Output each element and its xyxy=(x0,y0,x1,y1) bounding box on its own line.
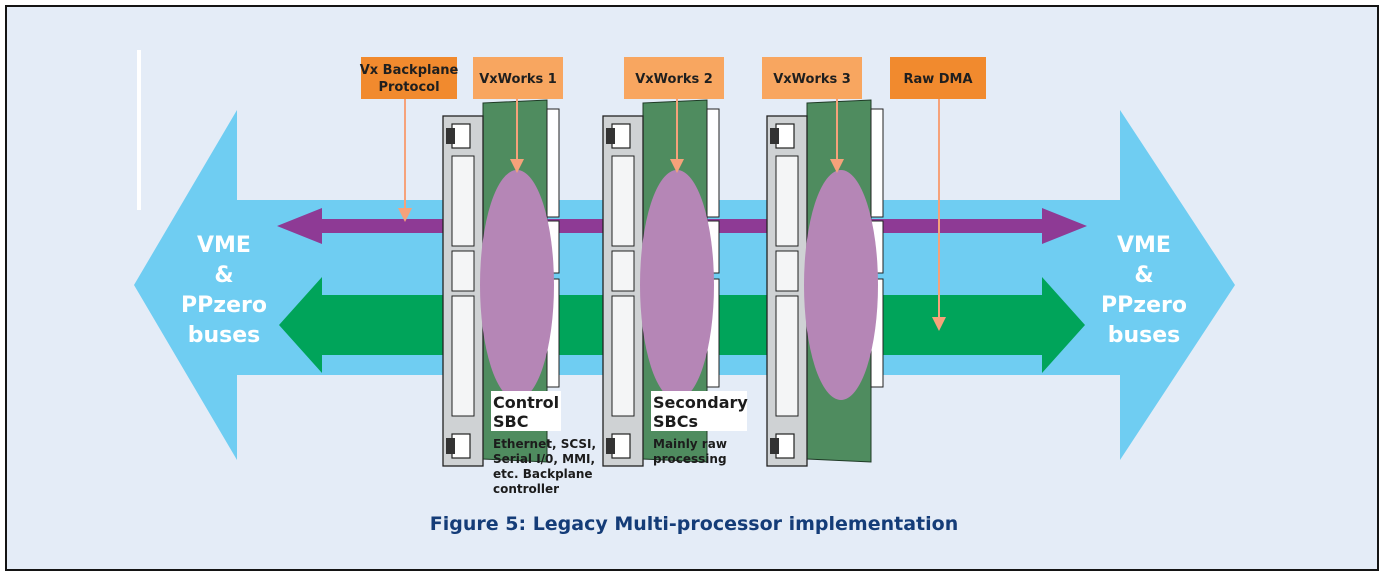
secondary-sbc-desc-line1: Mainly raw xyxy=(653,437,727,451)
vxworks1-pointer-head xyxy=(510,159,524,173)
figure-caption: Figure 5: Legacy Multi-processor impleme… xyxy=(429,513,959,535)
left-bus-line1: VME xyxy=(197,233,251,258)
vxworks3-label: VxWorks 3 xyxy=(773,72,851,87)
sbc-card-secondary-2 xyxy=(766,99,884,467)
left-bus-line3: PPzero xyxy=(181,293,267,318)
processor-ellipse-2 xyxy=(640,170,714,400)
card-bracket xyxy=(442,115,484,467)
secondary-sbc-label-bg xyxy=(651,391,747,431)
sbc-card-secondary-1 xyxy=(602,99,720,467)
left-bus-line4: buses xyxy=(188,323,261,348)
control-sbc-desc-line4: controller xyxy=(493,482,559,496)
right-bus-line4: buses xyxy=(1108,323,1181,348)
vxworks3-pointer-head xyxy=(830,159,844,173)
left-bus-label: VME & PPzero buses xyxy=(181,233,267,348)
processor-ellipse-1 xyxy=(480,170,554,400)
right-bus-line3: PPzero xyxy=(1101,293,1187,318)
vxworks2-label: VxWorks 2 xyxy=(635,72,713,87)
control-sbc-title-line2: SBC xyxy=(493,412,528,431)
vxworks3-label-box xyxy=(762,57,862,99)
left-bus-line2: & xyxy=(214,263,233,288)
vxworks1-label-box xyxy=(473,57,563,99)
multiprocessor-diagram: Vx Backplane Protocol VxWorks 1 VxWorks … xyxy=(134,50,1235,496)
control-sbc-desc-line1: Ethernet, SCSI, xyxy=(493,437,596,451)
raw-dma-label: Raw DMA xyxy=(903,72,972,87)
vxworks2-label-box xyxy=(624,57,724,99)
card-bracket xyxy=(766,115,808,467)
secondary-sbc-title-line2: SBCs xyxy=(653,412,698,431)
vxworks1-label: VxWorks 1 xyxy=(479,72,557,87)
vx-backplane-label-box xyxy=(361,57,457,99)
control-sbc-label-bg xyxy=(491,391,561,431)
vx-backplane-label-line1: Vx Backplane xyxy=(360,63,459,78)
right-bus-line2: & xyxy=(1134,263,1153,288)
control-sbc-title-line1: Control xyxy=(493,393,559,412)
secondary-sbc-desc-line2: processing xyxy=(653,452,727,466)
vx-backplane-label-line2: Protocol xyxy=(378,80,439,95)
raw-dma-pointer-head xyxy=(932,317,946,331)
card-bracket xyxy=(602,115,644,467)
vxworks2-pointer-head xyxy=(670,159,684,173)
right-bus-line1: VME xyxy=(1117,233,1171,258)
figure-frame: Vx Backplane Protocol VxWorks 1 VxWorks … xyxy=(5,5,1379,571)
raw-dma-label-box xyxy=(890,57,986,99)
vx-backplane-pointer-head xyxy=(398,208,412,222)
secondary-sbc-title-line1: Secondary xyxy=(653,393,748,412)
processor-ellipse-3 xyxy=(804,170,878,400)
control-sbc-desc-line3: etc. Backplane xyxy=(493,467,593,481)
control-sbc-desc-line2: Serial I/0, MMI, xyxy=(493,452,595,466)
sbc-card-control xyxy=(442,99,560,467)
right-bus-label: VME & PPzero buses xyxy=(1101,233,1187,348)
